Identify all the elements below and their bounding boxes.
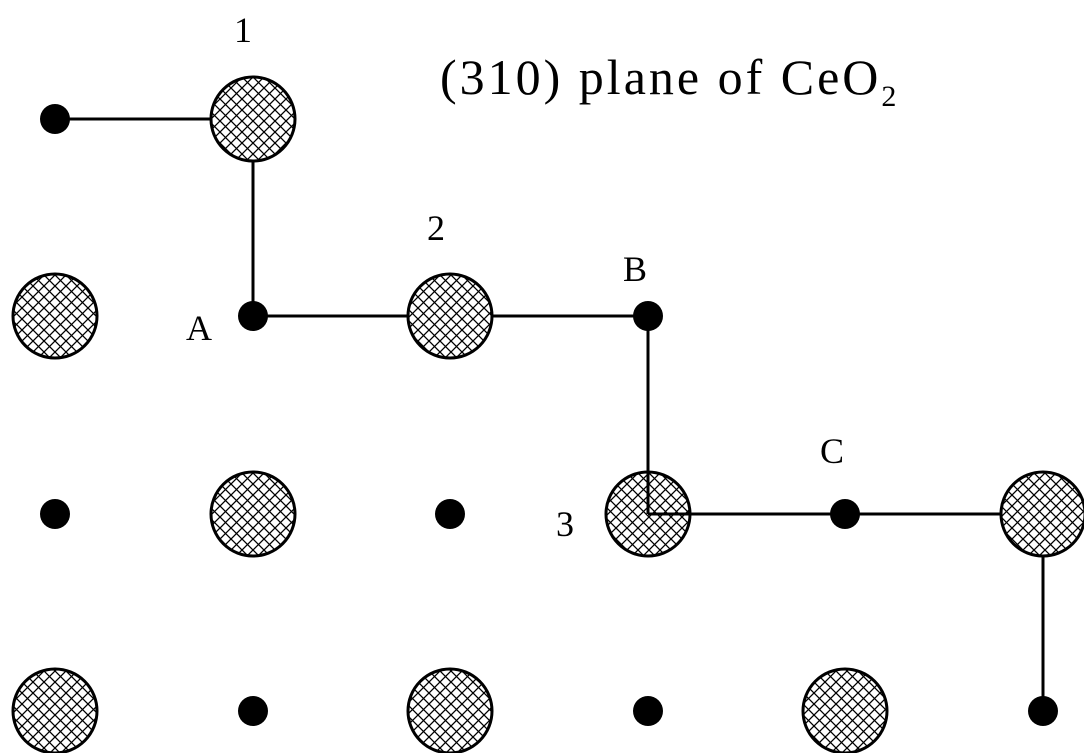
- label-site-3: 3: [556, 504, 574, 544]
- o-atom: [40, 499, 70, 529]
- ce-atoms: [11, 75, 1084, 753]
- label-site-2: 2: [427, 208, 445, 248]
- label-site-1: 1: [234, 10, 252, 50]
- o-atom: [1028, 696, 1058, 726]
- o-atom: [40, 104, 70, 134]
- diagram-title-main: (310) plane of CeO: [440, 49, 881, 105]
- o-atom-c: [830, 499, 860, 529]
- o-atoms: [40, 104, 1058, 726]
- ce-atom-2: [406, 272, 494, 360]
- o-atom-b: [633, 301, 663, 331]
- bond-path: [55, 117, 1045, 711]
- o-atom: [435, 499, 465, 529]
- diagram-title-subscript: 2: [881, 80, 899, 113]
- ce-atom: [801, 667, 889, 753]
- label-site-b: B: [623, 249, 647, 289]
- o-atom: [633, 696, 663, 726]
- o-atom: [238, 696, 268, 726]
- ce-atom: [209, 470, 297, 558]
- ce-atom: [11, 667, 99, 753]
- ce-atom: [11, 272, 99, 360]
- bond-corner-3: [646, 472, 690, 516]
- ce-atom-1: [209, 75, 297, 163]
- ce-atom: [406, 667, 494, 753]
- diagram-title: (310) plane of CeO2: [440, 49, 899, 113]
- o-atom-a: [238, 301, 268, 331]
- ce-atom: [999, 470, 1084, 558]
- label-site-a: A: [186, 308, 212, 348]
- label-site-c: C: [820, 431, 844, 471]
